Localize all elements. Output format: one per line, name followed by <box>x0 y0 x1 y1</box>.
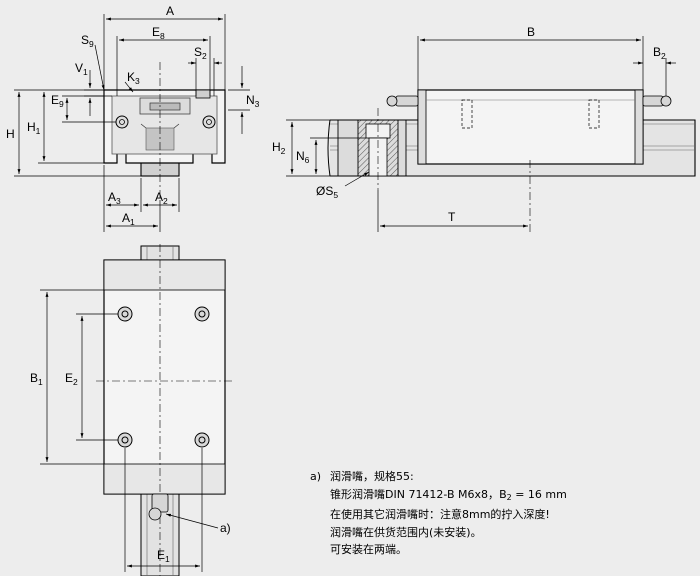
side-carriage <box>417 89 644 165</box>
top-dimensions <box>40 289 219 572</box>
front-view <box>103 62 226 200</box>
side-view <box>327 89 696 232</box>
footnote-line-1: a)润滑嘴，规格55: <box>310 470 414 483</box>
label-H1: H1 <box>27 120 41 136</box>
top-carriage <box>103 259 226 495</box>
label-B1: B1 <box>30 371 43 387</box>
label-S9: S9 <box>81 33 94 49</box>
label-H: H <box>6 127 15 141</box>
label-A: A <box>166 4 174 18</box>
label-H2: H2 <box>272 140 286 156</box>
label-T: T <box>448 210 456 224</box>
label-K3: K3 <box>127 70 140 86</box>
footnote: a)润滑嘴，规格55: 锥形润滑嘴DIN 71412-B M6x8，B2 = 1… <box>310 468 567 559</box>
label-N6: N6 <box>296 149 310 165</box>
front-dimensions <box>14 14 250 232</box>
label-N3: N3 <box>246 93 260 109</box>
label-A1: A1 <box>122 211 135 227</box>
label-a-marker: a) <box>220 521 231 535</box>
footnote-line-2: 锥形润滑嘴DIN 71412-B M6x8，B2 = 16 mm <box>330 487 567 502</box>
footnote-line-4: 润滑嘴在供货范围内(未安装)。 <box>330 525 482 539</box>
label-V1: V1 <box>75 61 88 77</box>
side-dimensions <box>286 36 676 232</box>
label-S5: ØS5 <box>316 184 338 200</box>
label-E8: E8 <box>152 25 165 41</box>
label-B2: B2 <box>653 45 666 61</box>
footnote-line-3: 在使用其它润滑嘴时：注意8mm的拧入深度! <box>330 508 550 521</box>
label-A3: A3 <box>108 190 121 206</box>
dimension-labels: A E8 S2 S9 V1 K3 N3 E9 H1 H A3 A2 A1 B B… <box>6 4 666 564</box>
label-A2: A2 <box>155 190 168 206</box>
footnote-line-5: 可安装在两端。 <box>330 543 407 556</box>
label-E2: E2 <box>65 371 78 387</box>
label-S2: S2 <box>194 45 207 61</box>
label-E9: E9 <box>51 93 64 109</box>
label-B: B <box>527 25 535 39</box>
label-E1: E1 <box>157 548 170 564</box>
top-view <box>96 244 232 576</box>
